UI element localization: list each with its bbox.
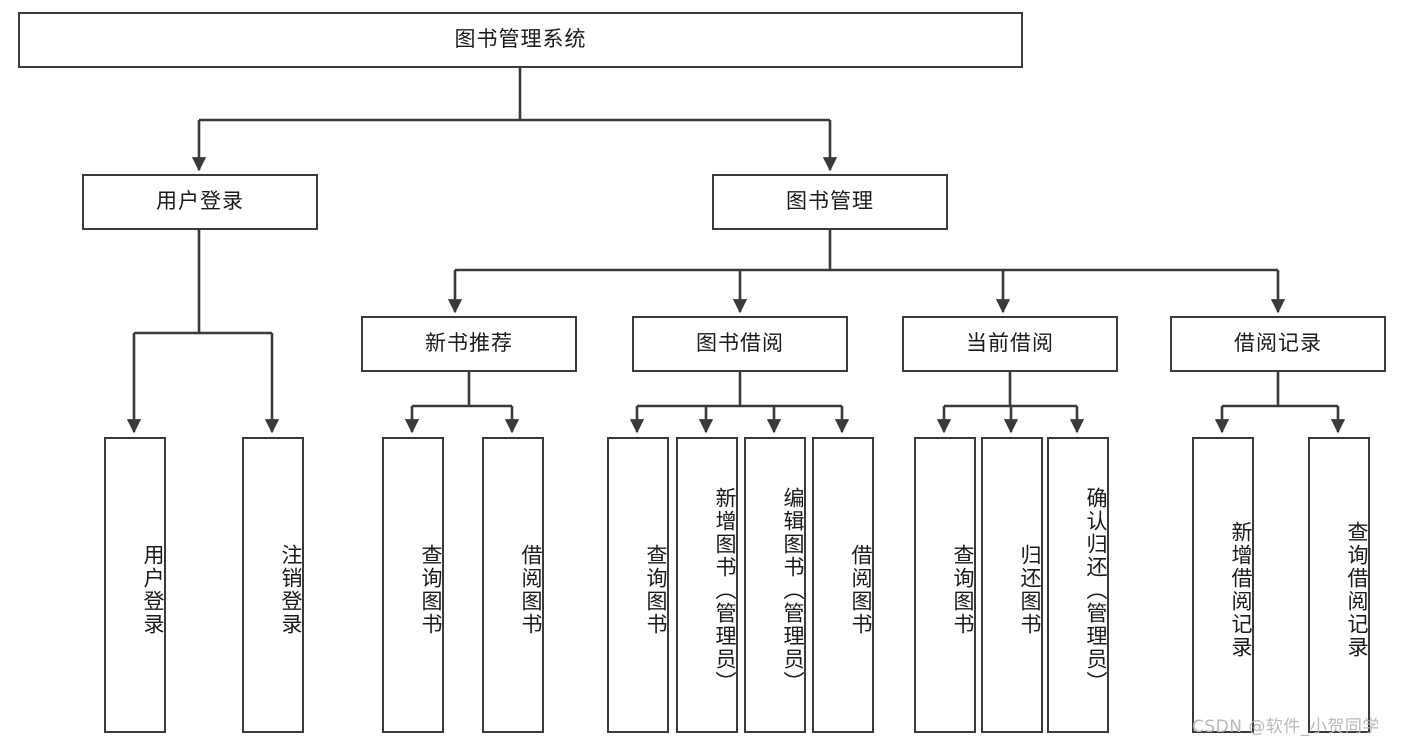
node-book-manage[interactable]: 图书管理	[712, 174, 948, 230]
node-root-system[interactable]: 图书管理系统	[18, 12, 1023, 68]
node-leaf-add-borrow-record[interactable]: 新增借阅记录	[1192, 437, 1254, 733]
node-borrow-record[interactable]: 借阅记录	[1170, 316, 1386, 372]
csdn-watermark: CSDN @软件_小贺同学	[1192, 717, 1380, 737]
node-leaf-add-book-admin[interactable]: 新增图书（管理员）	[676, 437, 738, 733]
node-leaf-query-book-recommend[interactable]: 查询图书	[382, 437, 444, 733]
node-leaf-logout-login[interactable]: 注销登录	[242, 437, 304, 733]
node-leaf-borrow-book[interactable]: 借阅图书	[812, 437, 874, 733]
node-current-borrow[interactable]: 当前借阅	[902, 316, 1118, 372]
node-new-book-recommend[interactable]: 新书推荐	[361, 316, 577, 372]
node-leaf-query-book-borrow[interactable]: 查询图书	[607, 437, 669, 733]
node-leaf-user-login[interactable]: 用户登录	[104, 437, 166, 733]
node-leaf-borrow-book-recommend[interactable]: 借阅图书	[482, 437, 544, 733]
node-leaf-query-borrow-record[interactable]: 查询借阅记录	[1308, 437, 1370, 733]
node-leaf-edit-book-admin[interactable]: 编辑图书（管理员）	[744, 437, 806, 733]
node-book-borrow[interactable]: 图书借阅	[632, 316, 848, 372]
node-user-login[interactable]: 用户登录	[82, 174, 318, 230]
node-leaf-confirm-return-admin[interactable]: 确认归还（管理员）	[1047, 437, 1109, 733]
node-leaf-query-book-current[interactable]: 查询图书	[914, 437, 976, 733]
node-leaf-return-book[interactable]: 归还图书	[981, 437, 1043, 733]
